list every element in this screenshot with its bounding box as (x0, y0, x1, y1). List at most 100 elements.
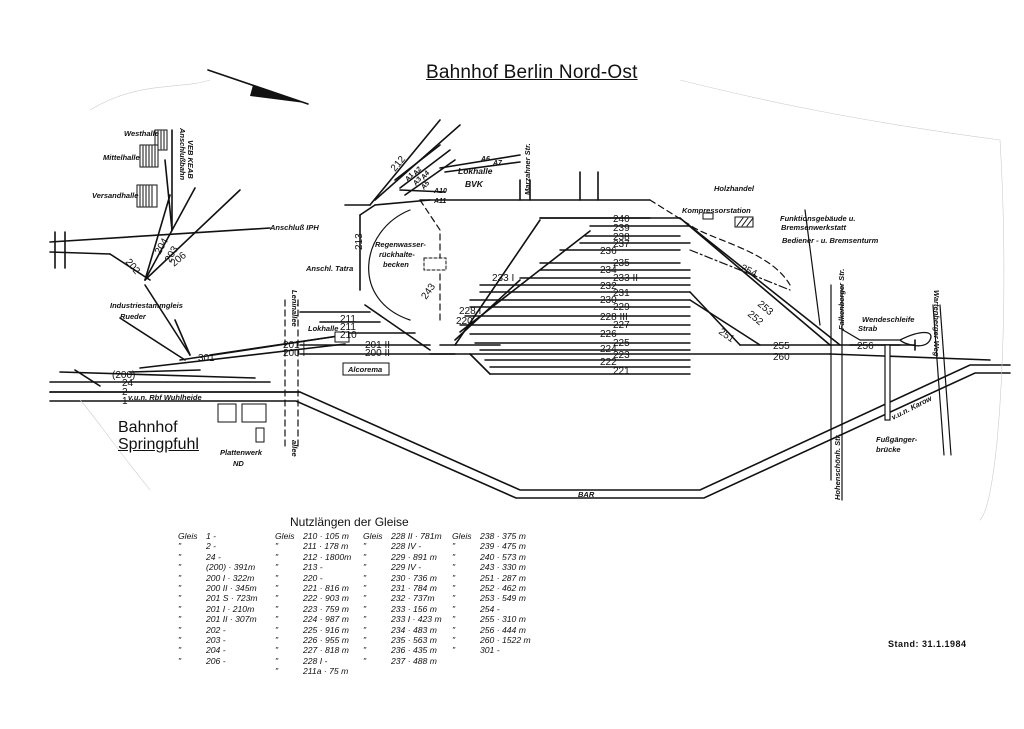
length-table-key: " (178, 551, 182, 562)
length-table-row: "226 · 955 m (275, 635, 351, 645)
length-table-key: " (178, 593, 182, 604)
length-table-row: "230 · 736 m (363, 573, 442, 583)
track-233-i: 233 I (492, 273, 514, 284)
length-table-row: "256 · 444 m (452, 625, 531, 635)
track-213: 213 (354, 233, 365, 250)
north-arrow-icon (207, 69, 309, 105)
length-table-row: "24 - (178, 552, 258, 562)
label-holzhandel: Holzhandel (714, 184, 755, 193)
length-table-key: " (275, 541, 279, 552)
length-table-title: Nutzlängen der Gleise (290, 515, 409, 529)
track-a4: A4 (420, 170, 432, 182)
length-table-value: 230 · 736 m (391, 572, 437, 583)
label-lokhalle-small: Lokhalle (308, 324, 338, 333)
length-table-key: " (178, 614, 182, 625)
length-table-key: " (275, 562, 279, 573)
length-table-key: Gleis (178, 531, 198, 541)
length-table-row: "223 · 759 m (275, 604, 351, 614)
track-211b: 211 (340, 314, 356, 325)
length-table-key: Gleis (275, 531, 295, 541)
place-labels: Westhalle Mittelhalle Versandhalle Ansch… (92, 127, 941, 500)
label-nd: ND (233, 459, 244, 468)
track-230: 230 (600, 295, 617, 306)
track-243: 243 (419, 281, 438, 301)
label-bremsenwerkstatt: Bremsenwerkstatt (781, 223, 847, 232)
length-table-row: "213 - (275, 562, 351, 572)
length-table-key: " (363, 655, 367, 666)
length-table-key: " (452, 583, 456, 594)
track-231: 231 (613, 288, 630, 299)
length-table-row: "228 I - (275, 656, 351, 666)
track-225: 225 (613, 338, 630, 349)
length-table-row: "225 · 916 m (275, 625, 351, 635)
length-table-value: 225 · 916 m (303, 624, 349, 635)
label-v-wuhlheide: v.u.n. Rbf Wuhlheide (128, 393, 202, 402)
label-wendeschleife: Wendeschleife (862, 315, 914, 324)
length-table-key: " (275, 666, 279, 677)
track-a2: A2 (412, 166, 424, 178)
length-table-row: "252 · 462 m (452, 583, 531, 593)
label-alcorema: Alcorema (347, 365, 382, 374)
track-a1: A1 (404, 172, 416, 184)
length-table-value: 240 · 573 m (480, 551, 526, 562)
length-table-key: " (452, 635, 456, 646)
track-200-i: 200 I (283, 348, 305, 359)
length-table-row: "234 · 483 m (363, 625, 442, 635)
length-table-row: "228 IV - (363, 541, 442, 551)
length-table-value: 235 · 563 m (391, 635, 437, 646)
length-table-value: 237 · 488 m (391, 655, 437, 666)
label-hohenschoenh-str: Hohenschönh. Str. (833, 434, 842, 500)
length-table-key: Gleis (452, 531, 472, 541)
track-a10: A10 (433, 188, 447, 195)
length-table-row: "255 · 310 m (452, 614, 531, 624)
track-301: 301 (198, 353, 215, 364)
length-table-value: 206 - (206, 655, 226, 666)
length-table-key: " (452, 603, 456, 614)
track-220: 220 (456, 316, 473, 327)
length-table-value: 256 · 444 m (480, 624, 526, 635)
track-1: 1 (122, 396, 128, 407)
yard-tracks (459, 217, 691, 375)
length-table-key: " (363, 551, 367, 562)
station-name-line1: Bahnhof (118, 419, 178, 436)
length-table-key: " (275, 593, 279, 604)
length-table-value: 202 - (206, 624, 226, 635)
label-v-karow: v.u.n. Karow (890, 393, 934, 422)
label-kompressorstation: Kompressorstation (682, 206, 751, 215)
label-anschl-tatra: Anschl. Tatra (305, 264, 353, 273)
length-table-value: 228 II · 781m (391, 531, 442, 541)
track-222: 222 (600, 357, 617, 368)
length-table-row: "224 · 987 m (275, 614, 351, 624)
length-table-row: "202 - (178, 625, 258, 635)
length-table-row: "2 - (178, 541, 258, 551)
label-bediener: Bediener - u. Bremsenturm (782, 236, 879, 245)
length-table-key: " (275, 603, 279, 614)
length-table-value: 238 · 375 m (480, 531, 526, 541)
length-table-key: " (452, 645, 456, 656)
right-tracks (649, 199, 991, 361)
length-table-key: " (452, 551, 456, 562)
length-table-row: "211 · 178 m (275, 541, 351, 551)
length-table-key: " (363, 583, 367, 594)
track-238: 238 (613, 232, 630, 243)
label-funktionsgebaeude: Funktionsgebäude u. (780, 214, 855, 223)
length-table-key: " (452, 593, 456, 604)
track-211: 211 (340, 322, 356, 333)
length-table-row: "222 · 903 m (275, 593, 351, 603)
label-allee: allee (290, 440, 299, 457)
length-table-key: " (363, 635, 367, 646)
track-201-ii: 201 II (365, 340, 390, 351)
length-table-row: "201 S · 723m (178, 593, 258, 603)
length-table-row: "236 · 435 m (363, 645, 442, 655)
halls (136, 129, 168, 208)
track-a11: A11 (433, 198, 446, 205)
track-201-i: 201 I (283, 340, 305, 351)
page-title: Bahnhof Berlin Nord-Ost (426, 62, 638, 83)
track-24: 24 (122, 378, 134, 389)
track-237: 237 (613, 239, 630, 250)
